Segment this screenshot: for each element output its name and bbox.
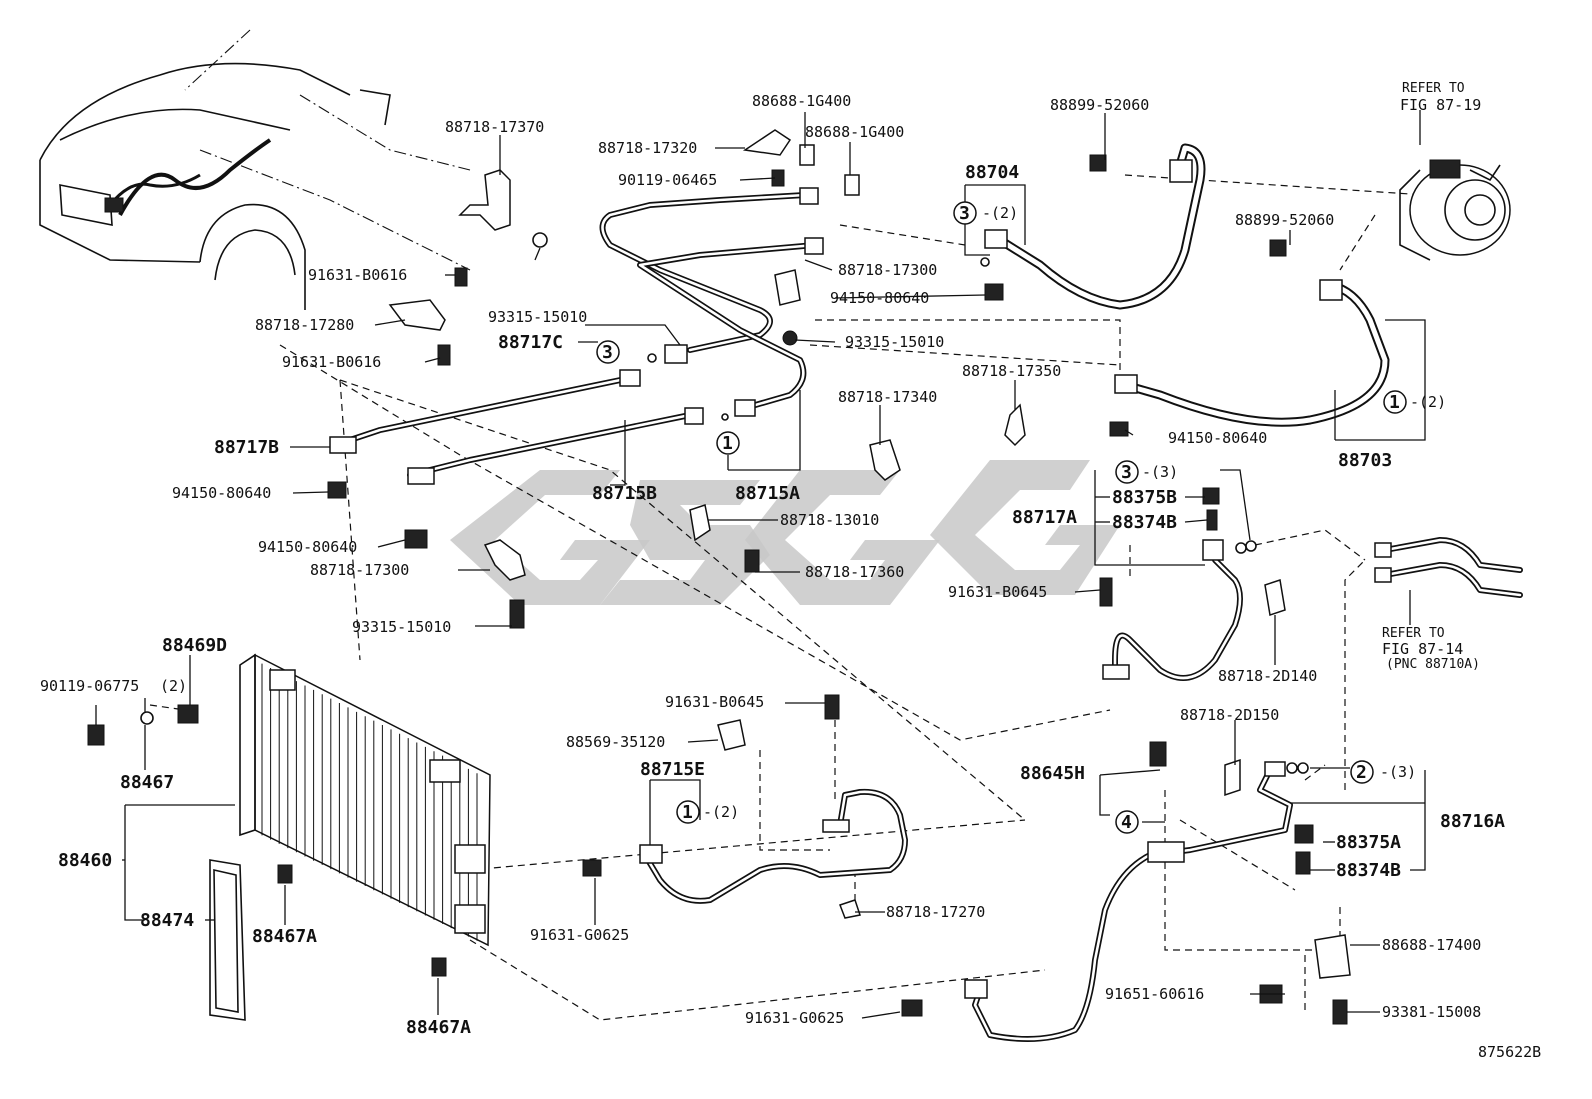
- label-91631-b0616-b: 91631-B0616: [282, 353, 381, 371]
- label-88718-17300-a: 88718-17300: [838, 261, 937, 279]
- vehicle-front-sketch: [39, 29, 471, 310]
- label-88469d: 88469D: [162, 635, 227, 656]
- callout-qty-88703: -(2): [1410, 393, 1446, 411]
- label-94150-80640-d: 94150-80640: [258, 538, 357, 556]
- label-88715e: 88715E: [640, 759, 705, 780]
- label-90119-06465: 90119-06465: [618, 171, 717, 189]
- label-88716a: 88716A: [1440, 811, 1505, 832]
- label-88717a: 88717A: [1012, 507, 1077, 528]
- note-pnc-88710a: (PNC 88710A): [1386, 657, 1480, 672]
- label-91631-b0645-a: 91631-B0645: [948, 583, 1047, 601]
- note-refer-to-b: REFER TO: [1382, 626, 1445, 641]
- callout-3-88704: 3: [959, 203, 970, 224]
- label-94150-80640-a: 94150-80640: [830, 289, 929, 307]
- callout-1-88715a: 1: [722, 433, 733, 454]
- compressor-sketch: [1399, 159, 1511, 261]
- pipe-88717C: [599, 187, 824, 421]
- label-90119-06775-qty: (2): [160, 677, 187, 695]
- pipe-88715E: [639, 788, 908, 904]
- callout-circles: [596, 201, 1407, 834]
- label-91631-g0625-b: 91631-G0625: [745, 1009, 844, 1027]
- pipe-to-87-14: [1374, 537, 1523, 598]
- label-88374b-a: 88374B: [1112, 512, 1177, 533]
- watermark-logo: [450, 460, 1120, 605]
- label-88718-13010: 88718-13010: [780, 511, 879, 529]
- label-88704: 88704: [965, 162, 1019, 183]
- label-93381-15008: 93381-15008: [1382, 1003, 1481, 1021]
- label-90119-06775: 90119-06775: [40, 677, 139, 695]
- label-88467a-b: 88467A: [406, 1017, 471, 1038]
- condenser-88460: [209, 653, 491, 1021]
- callout-texts: 3 -(2) 3 1 1 -(2) 3 -(3) 1 -(2) 2 -(3) 4: [602, 203, 1446, 833]
- callout-1-88715e: 1: [682, 802, 693, 823]
- hose-88704: [980, 143, 1206, 310]
- label-88715b: 88715B: [592, 483, 657, 504]
- label-88460: 88460: [58, 850, 112, 871]
- label-91631-b0616-a: 91631-B0616: [308, 266, 407, 284]
- callout-qty-88716a: -(3): [1380, 763, 1416, 781]
- label-94150-80640-c: 94150-80640: [172, 484, 271, 502]
- label-88718-17350: 88718-17350: [962, 362, 1061, 380]
- pipe-88717A: [1102, 539, 1243, 681]
- hose-88703: [1114, 279, 1390, 427]
- label-88688-17400: 88688-17400: [1382, 936, 1481, 954]
- pipe-88716A: [964, 761, 1293, 1042]
- note-fig-87-14: FIG 87-14: [1382, 640, 1463, 658]
- label-88375a: 88375A: [1336, 832, 1401, 853]
- callout-3-88717c: 3: [602, 342, 613, 363]
- callout-qty-88715e: -(2): [703, 803, 739, 821]
- label-91631-b0645-b: 91631-B0645: [665, 693, 764, 711]
- label-91631-g0625-a: 91631-G0625: [530, 926, 629, 944]
- small-hardware: [87, 129, 1351, 1025]
- callout-3-88717a: 3: [1121, 462, 1132, 483]
- label-94150-80640-b: 94150-80640: [1168, 429, 1267, 447]
- label-88718-17340: 88718-17340: [838, 388, 937, 406]
- label-88718-2d140: 88718-2D140: [1218, 667, 1317, 685]
- label-88715a: 88715A: [735, 483, 800, 504]
- label-88375b-a: 88375B: [1112, 487, 1177, 508]
- label-88899-52060-b: 88899-52060: [1235, 211, 1334, 229]
- callout-2-88716a: 2: [1356, 762, 1367, 783]
- pipe-88717B: [329, 369, 641, 454]
- callout-4-88645h: 4: [1121, 812, 1132, 833]
- label-88467a-a: 88467A: [252, 926, 317, 947]
- label-88569-35120: 88569-35120: [566, 733, 665, 751]
- label-88718-17370: 88718-17370: [445, 118, 544, 136]
- label-88718-17320: 88718-17320: [598, 139, 697, 157]
- pipe-88715B: [407, 407, 704, 485]
- callout-qty-88717a: -(3): [1142, 463, 1178, 481]
- label-88717c: 88717C: [498, 332, 563, 353]
- routing-guide-lines: [149, 174, 1426, 1021]
- reference-note-87-19: REFER TO FIG 87-19: [1400, 81, 1481, 114]
- label-88717b: 88717B: [214, 437, 279, 458]
- label-88718-2d150: 88718-2D150: [1180, 706, 1279, 724]
- label-91651-60616: 91651-60616: [1105, 985, 1204, 1003]
- label-88688-1g400-a: 88688-1G400: [752, 92, 851, 110]
- part-labels: 88718-17370 88688-1G400 88688-1G400 8871…: [40, 92, 1505, 1038]
- figure-code: 875622B: [1478, 1043, 1541, 1061]
- label-88899-52060-a: 88899-52060: [1050, 96, 1149, 114]
- note-refer-to-a: REFER TO: [1402, 81, 1465, 96]
- label-88718-17360: 88718-17360: [805, 563, 904, 581]
- label-93315-15010-c: 93315-15010: [352, 618, 451, 636]
- label-88688-1g400-b: 88688-1G400: [805, 123, 904, 141]
- label-88467: 88467: [120, 772, 174, 793]
- label-88645h: 88645H: [1020, 763, 1085, 784]
- callout-qty-88704: -(2): [982, 204, 1018, 222]
- label-93315-15010-b: 93315-15010: [845, 333, 944, 351]
- callout-1-88703: 1: [1389, 392, 1400, 413]
- label-88718-17280: 88718-17280: [255, 316, 354, 334]
- label-88474: 88474: [140, 910, 194, 931]
- label-93315-15010-a: 93315-15010: [488, 308, 587, 326]
- label-88374b-b: 88374B: [1336, 860, 1401, 881]
- label-88718-17300-b: 88718-17300: [310, 561, 409, 579]
- reference-note-87-14: REFER TO FIG 87-14 (PNC 88710A): [1382, 626, 1480, 672]
- note-fig-87-19: FIG 87-19: [1400, 96, 1481, 114]
- label-88703: 88703: [1338, 450, 1392, 471]
- label-88718-17270: 88718-17270: [886, 903, 985, 921]
